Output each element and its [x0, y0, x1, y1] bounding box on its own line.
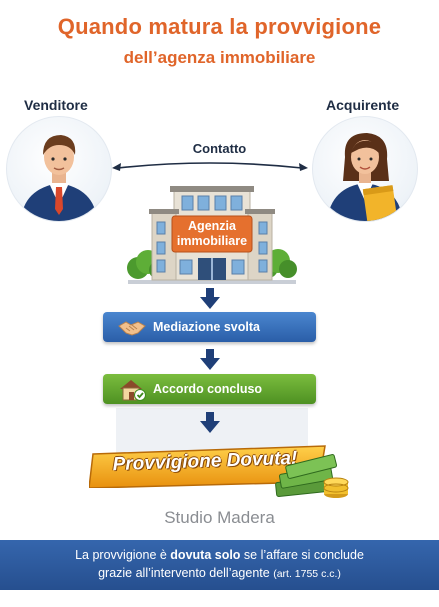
page-subtitle: dell’agenza immobiliare	[123, 48, 316, 67]
seller-avatar	[6, 116, 112, 222]
step-agreement: Accordo concluso	[103, 374, 316, 404]
seller-figure-icon	[21, 135, 97, 221]
footer-line1-post: se l’affare si conclude	[240, 548, 364, 562]
arrow-down-icon	[200, 349, 220, 370]
watermark-text: Studio Madera	[164, 508, 275, 527]
arrow-down-icon	[200, 288, 220, 309]
seller-label: Venditore	[24, 97, 88, 113]
buyer-figure-icon	[327, 133, 403, 221]
step-agreement-label: Accordo concluso	[153, 382, 263, 396]
step-mediation: Mediazione svolta	[103, 312, 316, 342]
agency-sign-line1: Agenzia	[188, 219, 236, 233]
money-stack-icon	[275, 454, 349, 498]
page-title: Quando matura la provvigione	[57, 14, 382, 39]
contact-label: Contatto	[192, 141, 247, 156]
footer-note: La provvigione è dovuta solo se l’affare…	[0, 546, 439, 583]
agency-sign: Agenzia immobiliare	[172, 219, 252, 249]
agency-building-icon	[127, 186, 297, 284]
footer-line1: La provvigione è dovuta solo se l’affare…	[0, 546, 439, 564]
footer-line2: grazie all’intervento dell’agente (art. …	[0, 564, 439, 583]
contact-double-arrow-icon	[112, 162, 308, 171]
handshake-icon	[118, 321, 146, 336]
arrow-down-icon	[200, 412, 220, 433]
footer-reference: (art. 1755 c.c.)	[273, 568, 341, 580]
buyer-label: Acquirente	[326, 97, 400, 113]
step-mediation-label: Mediazione svolta	[153, 320, 260, 334]
footer-line1-bold: dovuta solo	[170, 548, 241, 562]
house-check-icon	[120, 380, 146, 401]
footer-line1-pre: La provvigione è	[75, 548, 171, 562]
footer-bar	[0, 540, 439, 590]
buyer-avatar	[312, 116, 418, 222]
agency-sign-line2: immobiliare	[176, 234, 248, 248]
footer-line2-text: grazie all’intervento dell’agente	[98, 566, 270, 580]
